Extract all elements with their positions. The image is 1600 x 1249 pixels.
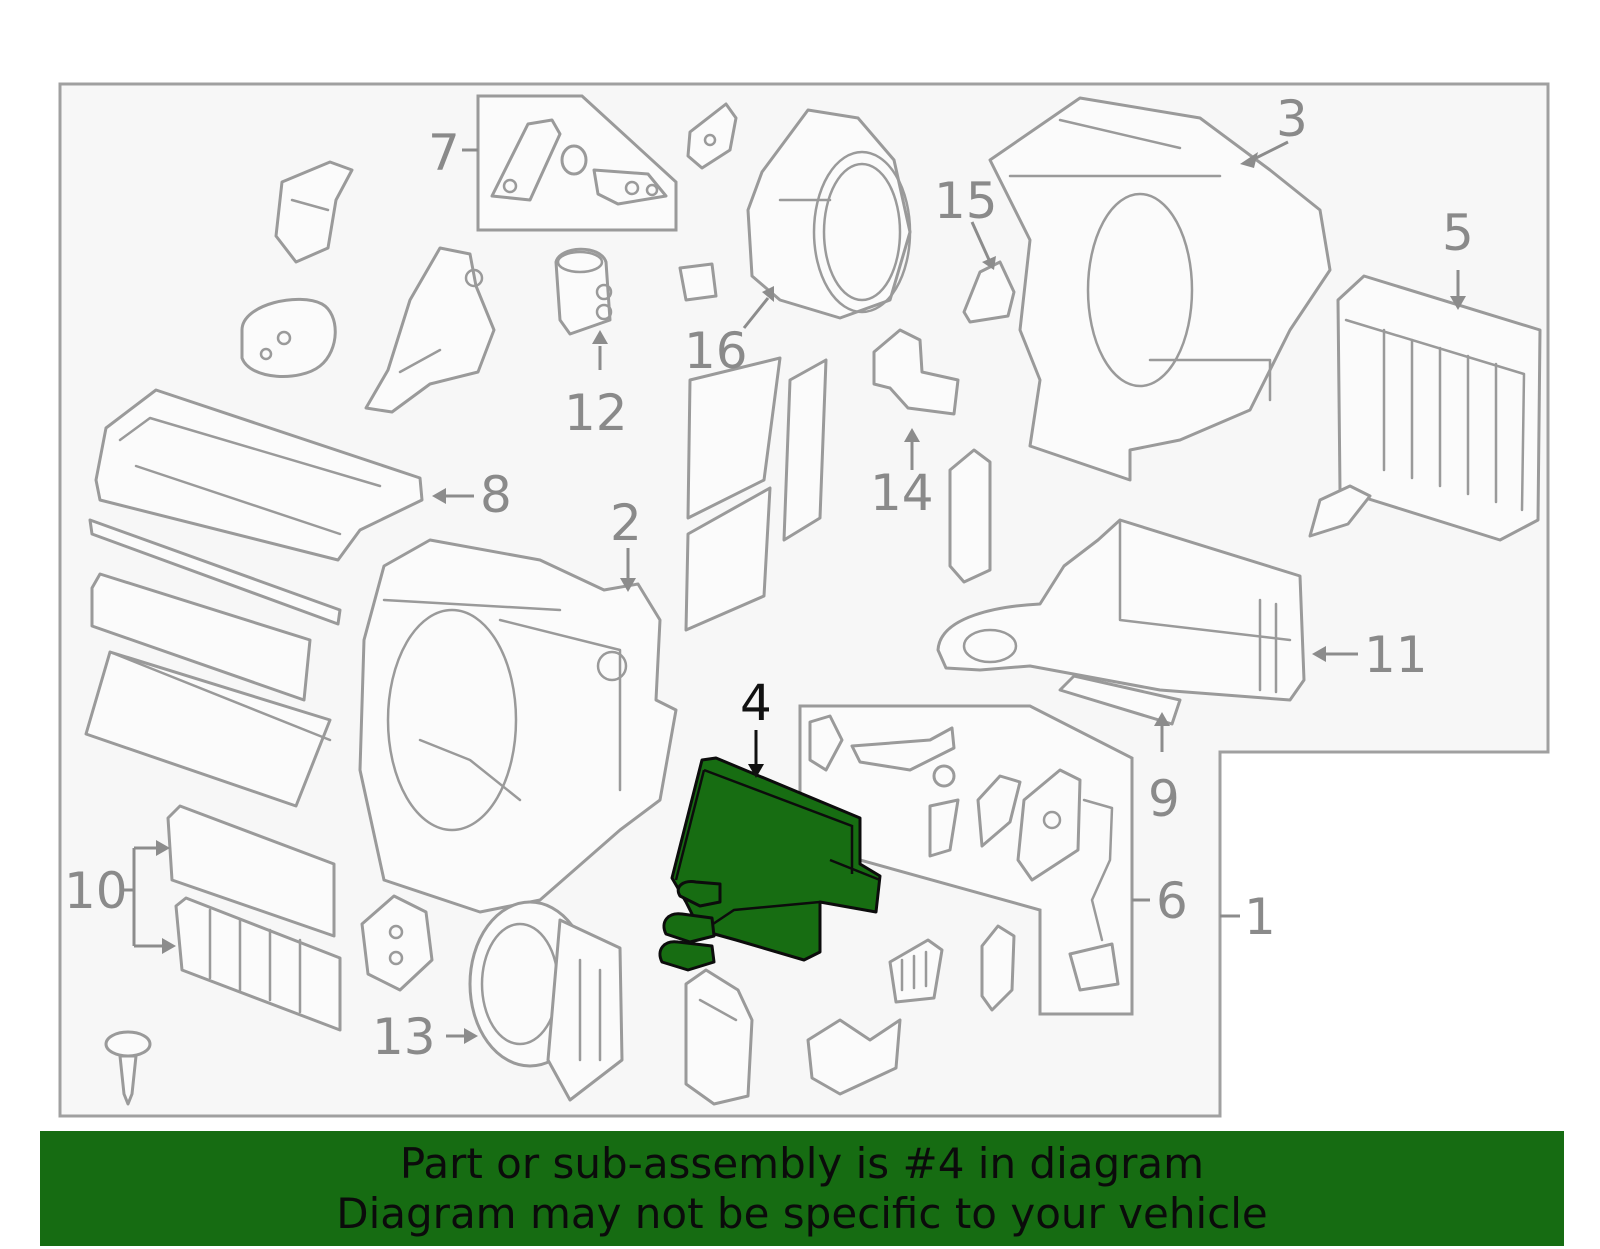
- actuator-motor-round: [240, 297, 337, 378]
- seal-small-square: [678, 262, 718, 302]
- arrowhead-part-4: [748, 764, 764, 778]
- part-12-expansion-valve: [554, 247, 613, 336]
- clip-lower-b: [980, 924, 1016, 1012]
- callout-10: 10: [64, 862, 128, 920]
- callout-13: 13: [372, 1008, 436, 1066]
- leader-lines: [124, 140, 1466, 1044]
- banner-line-2: Diagram may not be specific to your vehi…: [336, 1188, 1268, 1238]
- part-6-components: [808, 714, 1120, 992]
- actuator-lower-center: [684, 968, 754, 1106]
- seal-square-lower: [360, 894, 434, 992]
- bracket-lower: [806, 1018, 902, 1096]
- part-14-resistor: [872, 328, 960, 416]
- banner-line-1: Part or sub-assembly is #4 in diagram: [399, 1138, 1205, 1188]
- callout-9: 9: [1148, 770, 1180, 828]
- clip-right: [1308, 484, 1372, 538]
- callout-11: 11: [1364, 626, 1428, 684]
- part-8-duct: [94, 388, 424, 562]
- filter-left-stack: [84, 518, 342, 808]
- callout-16: 16: [684, 322, 748, 380]
- actuator-upper-left: [274, 160, 354, 264]
- screw: [104, 1030, 152, 1106]
- callout-6: 6: [1156, 872, 1188, 930]
- callout-1: 1: [1244, 888, 1276, 946]
- part-10-filter: [166, 804, 342, 1032]
- part-9-seal: [1058, 674, 1182, 726]
- part-15-cover: [962, 260, 1016, 324]
- callout-4: 4: [740, 674, 772, 732]
- part-7-fittings: [490, 118, 668, 206]
- clip-small-top: [686, 102, 738, 170]
- part-info-banner: Part or sub-assembly is #4 in diagram Di…: [40, 1131, 1564, 1246]
- part-13-blower-motor: [468, 900, 624, 1102]
- part-16-blower-housing: [746, 108, 912, 320]
- callout-3: 3: [1276, 90, 1308, 148]
- part-11-lower-case: [936, 518, 1306, 702]
- callout-12: 12: [564, 384, 628, 442]
- clip-lower-a: [888, 938, 944, 1004]
- cabin-filters: [684, 356, 828, 632]
- callout-7: 7: [428, 124, 460, 182]
- callout-5: 5: [1442, 204, 1474, 262]
- part-4-evaporator-highlighted: [658, 756, 882, 972]
- part-2-main-case: [358, 538, 678, 914]
- callout-14: 14: [870, 464, 934, 522]
- sensor-vertical: [948, 448, 992, 584]
- callout-2: 2: [610, 494, 642, 552]
- actuator-arm: [364, 246, 496, 414]
- callout-8: 8: [480, 466, 512, 524]
- part-3-upper-case: [988, 96, 1332, 482]
- callout-15: 15: [934, 172, 998, 230]
